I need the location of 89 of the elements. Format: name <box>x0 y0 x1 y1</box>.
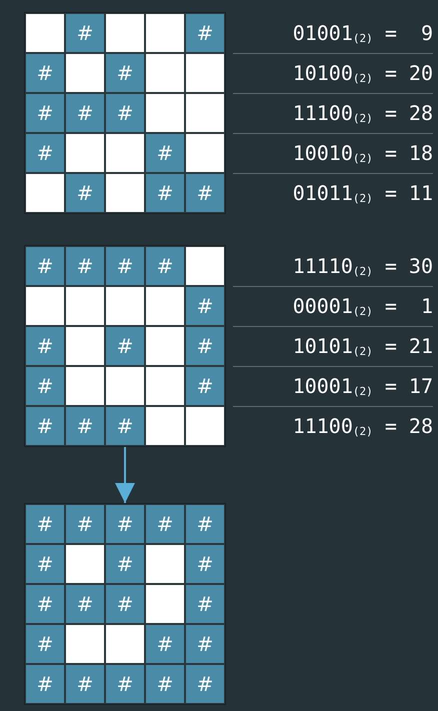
blank-grid-cell <box>105 133 145 173</box>
filled-grid-cell: # <box>65 93 105 133</box>
blank-grid-cell <box>25 13 65 53</box>
binary-equation: 01011$_{(2)}$ = 11 <box>292 180 433 207</box>
blank-grid-cell <box>105 366 145 406</box>
blank-grid-cell <box>25 286 65 326</box>
filled-grid-cell: # <box>105 664 145 704</box>
blank-grid-cell <box>145 13 185 53</box>
binary-equation: 10010$_{(2)}$ = 18 <box>292 140 433 167</box>
filled-grid-cell: # <box>25 624 65 664</box>
filled-grid-cell: # <box>185 544 225 584</box>
filled-grid-cell: # <box>65 504 105 544</box>
blank-grid-cell <box>105 286 145 326</box>
filled-grid-cell: # <box>65 246 105 286</box>
blank-grid-cell <box>145 406 185 446</box>
blank-grid-cell <box>65 133 105 173</box>
filled-grid-cell: # <box>145 664 185 704</box>
filled-grid-cell: # <box>185 366 225 406</box>
filled-grid-cell: # <box>25 504 65 544</box>
filled-grid-cell: # <box>25 246 65 286</box>
filled-grid-cell: # <box>105 504 145 544</box>
binary-equation: 11100$_{(2)}$ = 28 <box>292 413 433 440</box>
blank-grid-cell <box>65 544 105 584</box>
blank-grid-cell <box>185 53 225 93</box>
filled-grid-cell: # <box>105 53 145 93</box>
filled-grid-cell: # <box>25 584 65 624</box>
filled-grid-cell: # <box>25 664 65 704</box>
blank-grid-cell <box>65 366 105 406</box>
blank-grid-cell <box>185 133 225 173</box>
blank-grid-cell <box>145 93 185 133</box>
blank-grid-cell <box>185 93 225 133</box>
binary-equation: 10101$_{(2)}$ = 21 <box>292 333 433 360</box>
filled-grid-cell: # <box>145 133 185 173</box>
filled-grid-cell: # <box>145 246 185 286</box>
filled-grid-cell: # <box>145 504 185 544</box>
blank-grid-cell <box>185 246 225 286</box>
binary-equation: 11110$_{(2)}$ = 30 <box>292 253 433 280</box>
blank-grid-cell <box>105 13 145 53</box>
filled-grid-cell: # <box>25 544 65 584</box>
filled-grid-cell: # <box>185 624 225 664</box>
filled-grid-cell: # <box>105 584 145 624</box>
blank-grid-cell <box>25 173 65 213</box>
blank-grid-cell <box>65 326 105 366</box>
down-arrow <box>115 447 135 503</box>
filled-grid-cell: # <box>105 93 145 133</box>
grid-board <box>24 245 226 447</box>
binary-equation: 11100$_{(2)}$ = 28 <box>292 100 433 127</box>
blank-grid-cell <box>65 53 105 93</box>
filled-grid-cell: # <box>65 664 105 704</box>
filled-grid-cell: # <box>65 584 105 624</box>
grid-board <box>24 12 226 214</box>
binary-equation: 01001$_{(2)}$ = 9 <box>292 20 433 47</box>
filled-grid-cell: # <box>65 406 105 446</box>
filled-grid-cell: # <box>185 504 225 544</box>
filled-grid-cell: # <box>25 93 65 133</box>
filled-grid-cell: # <box>105 544 145 584</box>
filled-grid-cell: # <box>25 326 65 366</box>
binary-equation: 00001$_{(2)}$ = 1 <box>292 293 433 320</box>
blank-grid-cell <box>145 584 185 624</box>
binary-equation: 10100$_{(2)}$ = 20 <box>292 60 433 87</box>
filled-grid-cell: # <box>25 366 65 406</box>
blank-grid-cell <box>145 366 185 406</box>
blank-grid-cell <box>145 286 185 326</box>
filled-grid-cell: # <box>185 13 225 53</box>
filled-grid-cell: # <box>145 624 185 664</box>
filled-grid-cell: # <box>145 173 185 213</box>
filled-grid-cell: # <box>185 664 225 704</box>
blank-grid-cell <box>65 624 105 664</box>
blank-grid-cell <box>145 53 185 93</box>
grid-board <box>24 503 226 705</box>
blank-grid-cell <box>145 326 185 366</box>
filled-grid-cell: # <box>105 326 145 366</box>
blank-grid-cell <box>105 624 145 664</box>
blank-grid-cell <box>105 173 145 213</box>
blank-grid-cell <box>185 406 225 446</box>
filled-grid-cell: # <box>105 406 145 446</box>
filled-grid-cell: # <box>25 406 65 446</box>
filled-grid-cell: # <box>185 584 225 624</box>
filled-grid-cell: # <box>105 246 145 286</box>
filled-grid-cell: # <box>65 13 105 53</box>
filled-grid-cell: # <box>185 326 225 366</box>
filled-grid-cell: # <box>25 133 65 173</box>
filled-grid-cell: # <box>65 173 105 213</box>
filled-grid-cell: # <box>25 53 65 93</box>
blank-grid-cell <box>145 544 185 584</box>
filled-grid-cell: # <box>185 286 225 326</box>
blank-grid-cell <box>65 286 105 326</box>
binary-equation: 10001$_{(2)}$ = 17 <box>292 373 433 400</box>
filled-grid-cell: # <box>185 173 225 213</box>
